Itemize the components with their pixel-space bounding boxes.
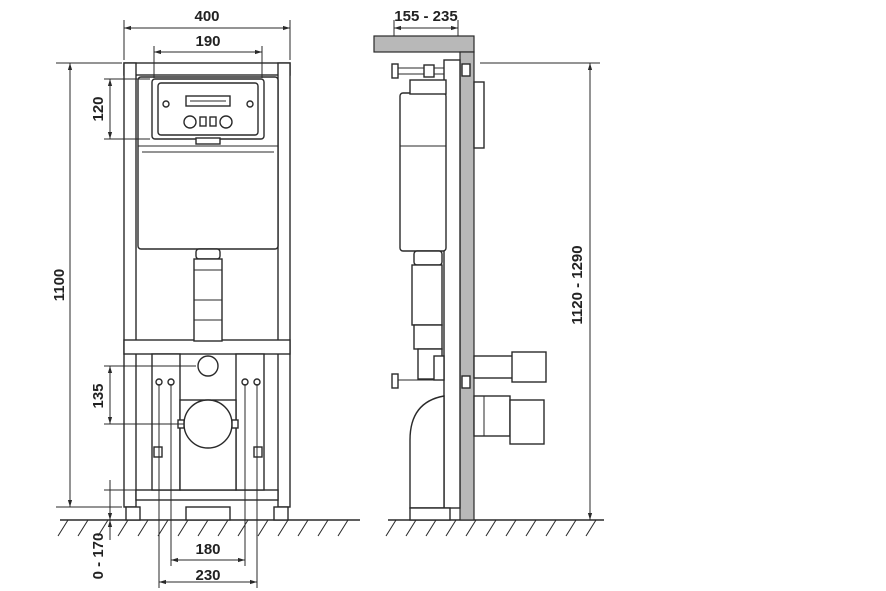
top-wall-bracket	[391, 63, 471, 79]
floor-hatching-front	[57, 519, 349, 537]
waste-connection-side	[391, 351, 547, 389]
dimension-frame-height: 1100	[51, 62, 122, 508]
mounting-frame	[123, 62, 291, 521]
dimension-frame-width: 400	[123, 8, 291, 60]
frame-width-label: 400	[194, 8, 219, 25]
waste-pipe-bend	[409, 395, 545, 521]
dimension-total-height: 1120 - 1290	[480, 62, 600, 520]
flush-pipe	[193, 248, 223, 342]
dimension-wall-depth: 155 - 235	[393, 8, 459, 36]
floor-hatching-side	[385, 519, 597, 537]
dimension-flush-plate-height: 120	[90, 78, 150, 140]
fixing-height-label: 135	[90, 383, 107, 408]
bolt-spacing-inner-label: 180	[195, 541, 220, 558]
flush-plate-side	[473, 81, 485, 149]
bolt-spacing-outer-label: 230	[195, 567, 220, 584]
flush-plate-height-label: 120	[90, 96, 107, 121]
dimension-bolt-spacing-inner: 180	[170, 384, 246, 566]
dimension-foot-adjust: 0 - 170	[90, 480, 136, 579]
total-height-label: 1120 - 1290	[569, 245, 586, 324]
front-view: 400 190 1100 120 135	[51, 8, 360, 588]
flush-panel	[151, 78, 265, 145]
dimension-flush-plate-width: 190	[153, 33, 263, 78]
lower-bracket	[151, 353, 265, 491]
frame-height-label: 1100	[51, 269, 68, 302]
foot-adjust-label: 0 - 170	[90, 533, 107, 580]
frame-post-side	[443, 59, 461, 509]
side-view: 155 - 235 1120 - 1290	[373, 8, 604, 537]
wall-depth-label: 155 - 235	[394, 8, 457, 25]
dimension-bolt-spacing-outer: 230	[158, 384, 258, 588]
wall-section	[373, 35, 475, 521]
cistern-side	[399, 79, 447, 252]
flush-plate-width-label: 190	[195, 33, 220, 50]
